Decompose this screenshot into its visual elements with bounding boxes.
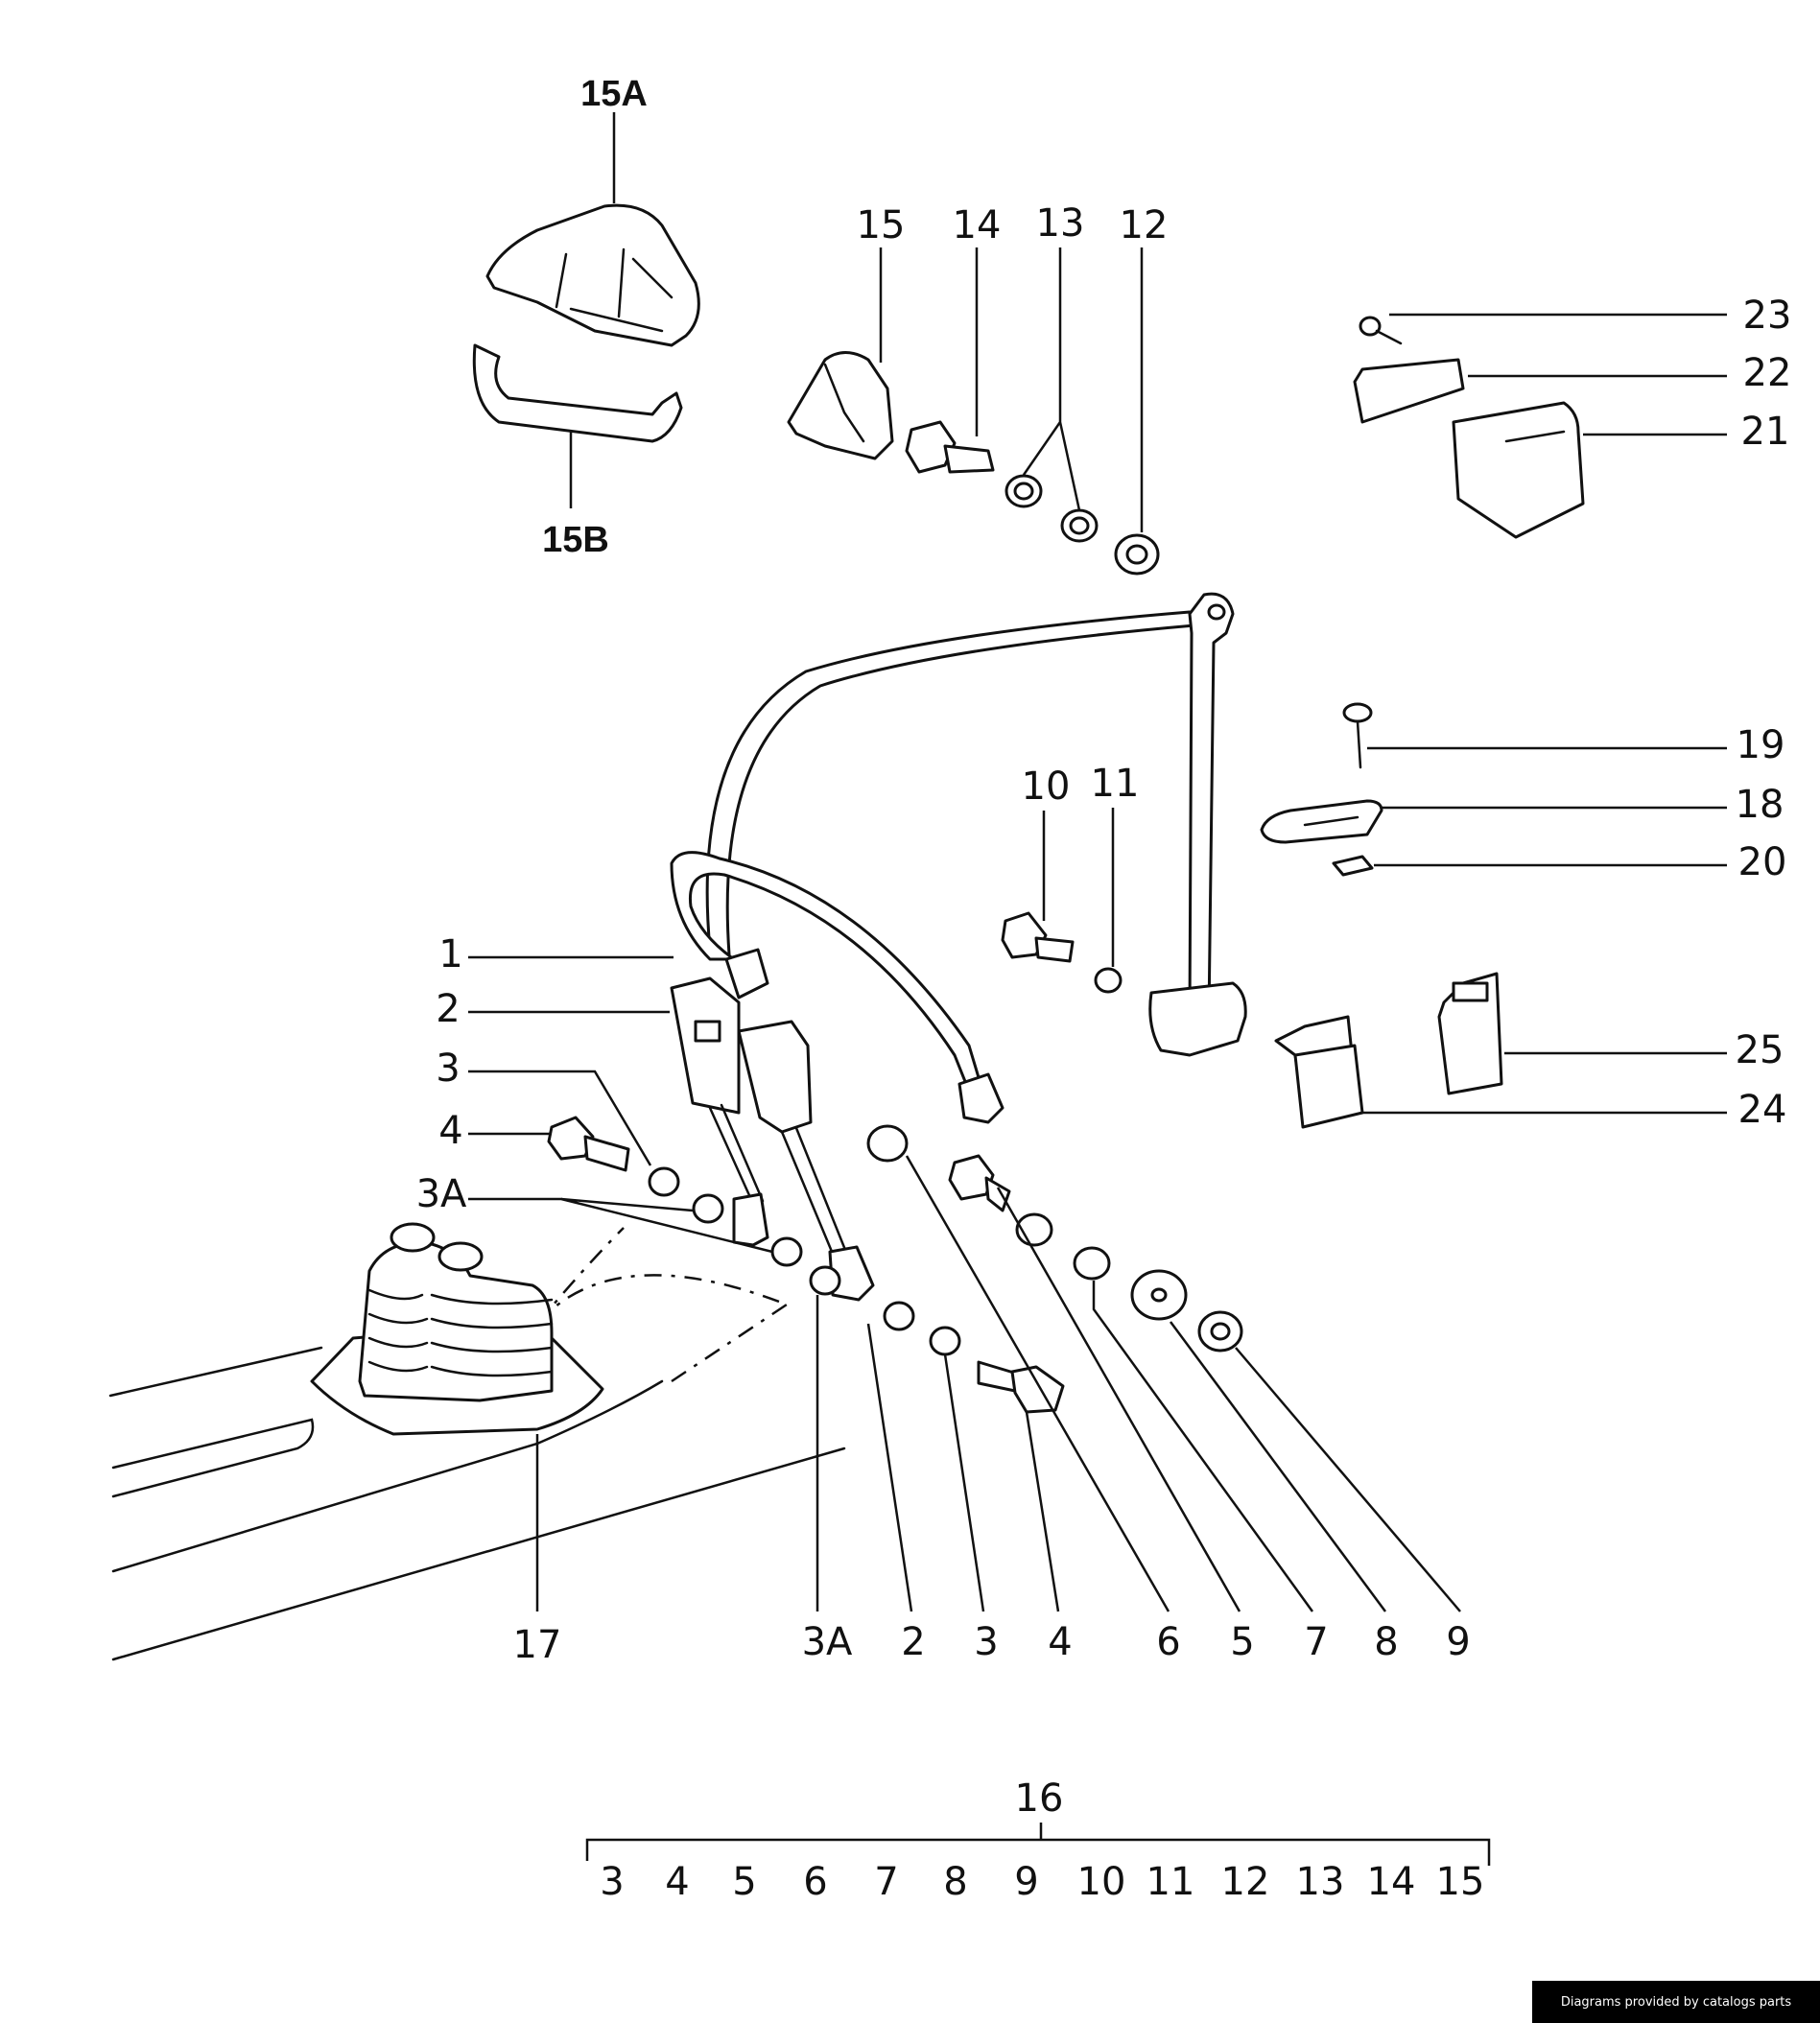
washer-7b (1073, 1246, 1111, 1281)
kit-item: 8 (943, 1860, 967, 1904)
kit-item: 6 (803, 1860, 827, 1904)
label-bottom-8: 8 (1374, 1620, 1398, 1664)
trim-15B (472, 343, 683, 443)
bracket-24 (1274, 1015, 1364, 1129)
washer-9 (1197, 1310, 1243, 1353)
label-bottom-5: 5 (1230, 1620, 1254, 1664)
cover-clip-15 (787, 351, 894, 460)
label-15B: 15B (542, 520, 609, 560)
label-19: 19 (1737, 723, 1785, 767)
plate-22 (1353, 358, 1465, 424)
lower-bolt-4 (977, 1360, 1065, 1414)
callout-labels: 15A 15B 15 14 13 12 23 22 21 19 18 20 10… (416, 74, 1792, 1821)
kit-item: 11 (1146, 1860, 1195, 1904)
label-16: 16 (1015, 1776, 1064, 1821)
upper-cover-15A (485, 203, 700, 347)
bolt-10 (1001, 911, 1075, 963)
leader-lines (468, 112, 1727, 1866)
kit-item: 10 (1077, 1860, 1126, 1904)
label-1: 1 (438, 932, 462, 976)
label-11: 11 (1091, 762, 1140, 806)
washer-11 (1094, 967, 1123, 994)
label-15A: 15A (580, 74, 648, 114)
left-bolt-4 (547, 1116, 630, 1172)
label-4: 4 (438, 1109, 462, 1153)
lower-washers (883, 1301, 961, 1356)
label-18: 18 (1736, 783, 1785, 827)
kit-16-list: 3 4 5 6 7 8 9 10 11 12 13 14 15 (600, 1860, 1484, 1904)
plate-18 (1260, 799, 1383, 844)
washer-8 (1130, 1269, 1188, 1321)
label-bottom-2: 2 (901, 1620, 925, 1664)
credit-banner: Diagrams provided by catalogs parts (1532, 1981, 1820, 2023)
left-washers (648, 1166, 841, 1296)
label-21: 21 (1741, 410, 1790, 454)
label-bottom-4: 4 (1048, 1620, 1072, 1664)
kit-item: 15 (1436, 1860, 1485, 1904)
cover-21 (1452, 401, 1585, 539)
label-3: 3 (436, 1047, 460, 1091)
kit-item: 9 (1014, 1860, 1038, 1904)
label-bottom-6: 6 (1156, 1620, 1180, 1664)
bushing-6 (866, 1124, 909, 1163)
label-2: 2 (436, 987, 460, 1031)
label-bottom-3: 3 (974, 1620, 998, 1664)
kit-item: 4 (665, 1860, 689, 1904)
bracket-25 (1437, 972, 1503, 1095)
clip-20 (1332, 855, 1374, 877)
label-bottom-3A: 3A (802, 1620, 853, 1664)
seat-belt-assembly (670, 592, 1247, 1302)
label-22: 22 (1743, 351, 1792, 395)
bolt-5 (948, 1154, 1011, 1212)
label-bottom-9: 9 (1446, 1620, 1470, 1664)
kit-item: 5 (732, 1860, 756, 1904)
label-13: 13 (1036, 201, 1085, 246)
tunnel-boot-17 (310, 1222, 604, 1436)
label-25: 25 (1736, 1028, 1785, 1072)
kit-item: 7 (874, 1860, 898, 1904)
label-14: 14 (953, 203, 1002, 247)
label-17: 17 (513, 1623, 562, 1667)
label-15: 15 (857, 203, 906, 247)
label-23: 23 (1743, 294, 1792, 338)
bushing-12 (1114, 533, 1160, 576)
label-bottom-7: 7 (1304, 1620, 1328, 1664)
kit-item: 13 (1296, 1860, 1345, 1904)
kit-item: 14 (1367, 1860, 1416, 1904)
label-24: 24 (1738, 1088, 1787, 1132)
kit-item: 3 (600, 1860, 624, 1904)
kit-item: 12 (1221, 1860, 1270, 1904)
label-12: 12 (1120, 203, 1169, 247)
label-3A: 3A (416, 1172, 467, 1216)
washers-13 (1005, 474, 1099, 543)
screw-19 (1342, 702, 1373, 769)
bolt-14 (905, 420, 995, 474)
label-20: 20 (1738, 840, 1787, 884)
screw-23 (1359, 316, 1403, 345)
label-10: 10 (1022, 765, 1071, 809)
